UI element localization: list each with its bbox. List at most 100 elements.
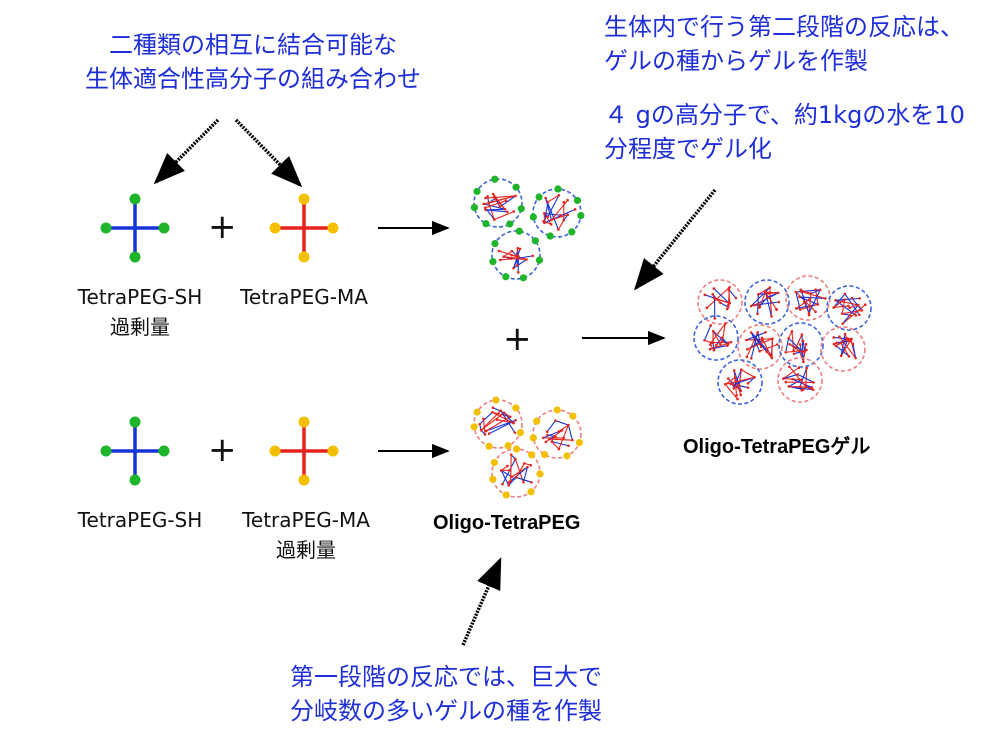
oligo-sh-cluster-2-end-group xyxy=(535,193,543,201)
gel-cluster-3-node xyxy=(800,290,804,294)
gel-cluster-9-strand xyxy=(739,385,749,389)
gel-cluster-6-node xyxy=(750,331,753,334)
gel-cluster-10-strand xyxy=(805,368,808,387)
gel-cluster-5-node xyxy=(721,339,724,343)
oligo-sh-cluster-3 xyxy=(489,227,544,282)
oligo-ma-cluster-1 xyxy=(470,396,525,450)
gel-cluster-4-boundary xyxy=(826,285,872,331)
gel-cluster-1-node xyxy=(713,296,716,300)
oligo-ma-cluster-3-strand xyxy=(502,458,516,485)
oligo-sh-cluster-2-node xyxy=(544,196,547,200)
reaction-1-sh-label: TetraPEG-SH 過剰量 xyxy=(60,284,220,340)
gel-cluster-5-node xyxy=(715,343,718,347)
gel-cluster-5-node xyxy=(709,343,712,347)
sh-2-end-group xyxy=(100,445,112,457)
oligo-sh-cluster-1-end-group xyxy=(482,220,490,228)
oligo-ma-cluster-2-strand xyxy=(567,424,573,441)
gel-cluster-2-node xyxy=(765,296,769,299)
gel-cluster-9-strand xyxy=(724,377,736,385)
oligo-ma-cluster-1-strand xyxy=(479,411,493,425)
oligo-sh-cluster-2-end-group xyxy=(546,232,554,240)
tetrapeg-sh-molecule-1 xyxy=(100,193,170,263)
gel-cluster-6 xyxy=(737,324,783,370)
oligo-sh-cluster-3-strand xyxy=(517,255,533,259)
gel-cluster-6-node xyxy=(746,348,749,351)
annotation-top-right: 生体内で行う第二段階の反応は、 ゲルの種からゲルを作製 xyxy=(604,10,964,78)
gel-cluster-8-strand xyxy=(836,340,849,344)
gel-cluster-5-node xyxy=(729,340,733,344)
gel-cluster-1-node xyxy=(711,292,714,296)
gel-cluster-6-strand xyxy=(747,338,773,350)
sh-1-end-group xyxy=(100,222,112,234)
tetrapeg-sh-molecule-2 xyxy=(100,416,170,486)
gel-cluster-4-node xyxy=(864,303,867,306)
gel-cluster-8-node xyxy=(847,355,851,358)
oligo-ma-cluster-1-strand xyxy=(480,412,505,431)
gel-cluster-3-strand xyxy=(810,289,821,294)
oligo-sh-cluster-3-strand xyxy=(500,257,518,261)
sh-2-end-group xyxy=(129,416,141,428)
oligo-sh-cluster-3-end-group xyxy=(502,273,510,281)
gel-cluster-3-node xyxy=(799,288,802,292)
gel-cluster-2-strand xyxy=(765,291,779,294)
gel-cluster-7-node xyxy=(798,343,802,346)
gel-cluster-6-node xyxy=(760,336,764,340)
oligo-ma-cluster-3-strand xyxy=(500,470,510,486)
gel-cluster-6-node xyxy=(775,343,779,346)
oligo-ma-cluster-1-node xyxy=(508,415,512,419)
gel-cluster-3-node xyxy=(824,297,827,300)
oligo-sh-cluster-2-node xyxy=(559,213,562,217)
oligo-ma-cluster-2 xyxy=(529,406,583,460)
oligo-sh-cluster-3-node xyxy=(497,249,501,253)
gel-cluster-1-node xyxy=(727,301,730,305)
oligo-sh-cluster-2-strand xyxy=(545,197,552,221)
gel-cluster-2-strand xyxy=(750,287,771,307)
gel-cluster-1-node xyxy=(727,288,731,291)
sh-2-end-group xyxy=(158,445,170,457)
oligo-ma-cluster-2-strand xyxy=(551,441,569,447)
gel-cluster-8-node xyxy=(854,356,857,360)
oligo-sh-cluster-1-node xyxy=(512,210,516,213)
gel-cluster-3-node xyxy=(798,295,801,299)
oligo-ma-cluster-1-node xyxy=(479,428,483,432)
gel-cluster-8-strand xyxy=(838,336,857,359)
oligo-ma-cluster-1-node xyxy=(495,418,499,422)
gel-cluster-1-node xyxy=(719,301,722,305)
oligo-sh-cluster-1-node xyxy=(498,205,502,209)
oligo-ma-cluster-3-node xyxy=(506,464,509,468)
gel-cluster-1-node xyxy=(728,285,731,289)
annotation-top-right-detail: ４ gの高分子で、約1kgの水を10 分程度でゲル化 xyxy=(604,98,965,166)
gel-cluster-3-node xyxy=(818,288,822,292)
oligo-ma-cluster-2-node xyxy=(544,440,548,444)
gel-cluster-5-node xyxy=(723,322,727,325)
oligo-sh-cluster-1-node xyxy=(487,201,490,205)
oligo-ma-cluster-2-node xyxy=(546,433,549,437)
annotation-top-left-line-2: 生体適合性高分子の組み合わせ xyxy=(85,65,421,93)
oligo-sh-cluster-1-end-group xyxy=(517,205,525,213)
gel-cluster-1-strand xyxy=(728,289,737,299)
oligo-ma-cluster-1-node xyxy=(483,433,487,436)
gel-cluster-4-node xyxy=(848,306,852,310)
gel-cluster-2-boundary xyxy=(744,279,790,325)
gel-cluster-3-strand xyxy=(801,291,826,299)
oligo-ma-clusters xyxy=(470,396,583,499)
gel-cluster-9-node xyxy=(732,369,736,372)
gel-cluster-4-node xyxy=(854,314,858,317)
gel-cluster-5-node xyxy=(726,343,730,346)
gel-cluster-3-node xyxy=(814,288,817,291)
gel-cluster-9-node xyxy=(733,376,737,379)
oligo-ma-cluster-2-node xyxy=(554,419,557,422)
gel-cluster-4-strand xyxy=(835,299,857,316)
gel-cluster-4 xyxy=(826,285,872,331)
gel-cluster-8-strand xyxy=(852,343,857,359)
oligo-sh-cluster-2-node xyxy=(557,194,561,197)
gel-cluster-5-node xyxy=(712,348,716,352)
gel-cluster-4-node xyxy=(858,297,861,300)
oligo-ma-cluster-3-node xyxy=(507,480,511,484)
gel-cluster-2-node xyxy=(767,291,771,295)
oligo-ma-cluster-3-node xyxy=(508,468,512,472)
gel-cluster-9-node xyxy=(737,384,741,388)
oligo-sh-cluster-3-end-group xyxy=(515,227,523,235)
oligo-ma-cluster-3-strand xyxy=(510,466,528,482)
gel-cluster-6-node xyxy=(745,338,748,342)
